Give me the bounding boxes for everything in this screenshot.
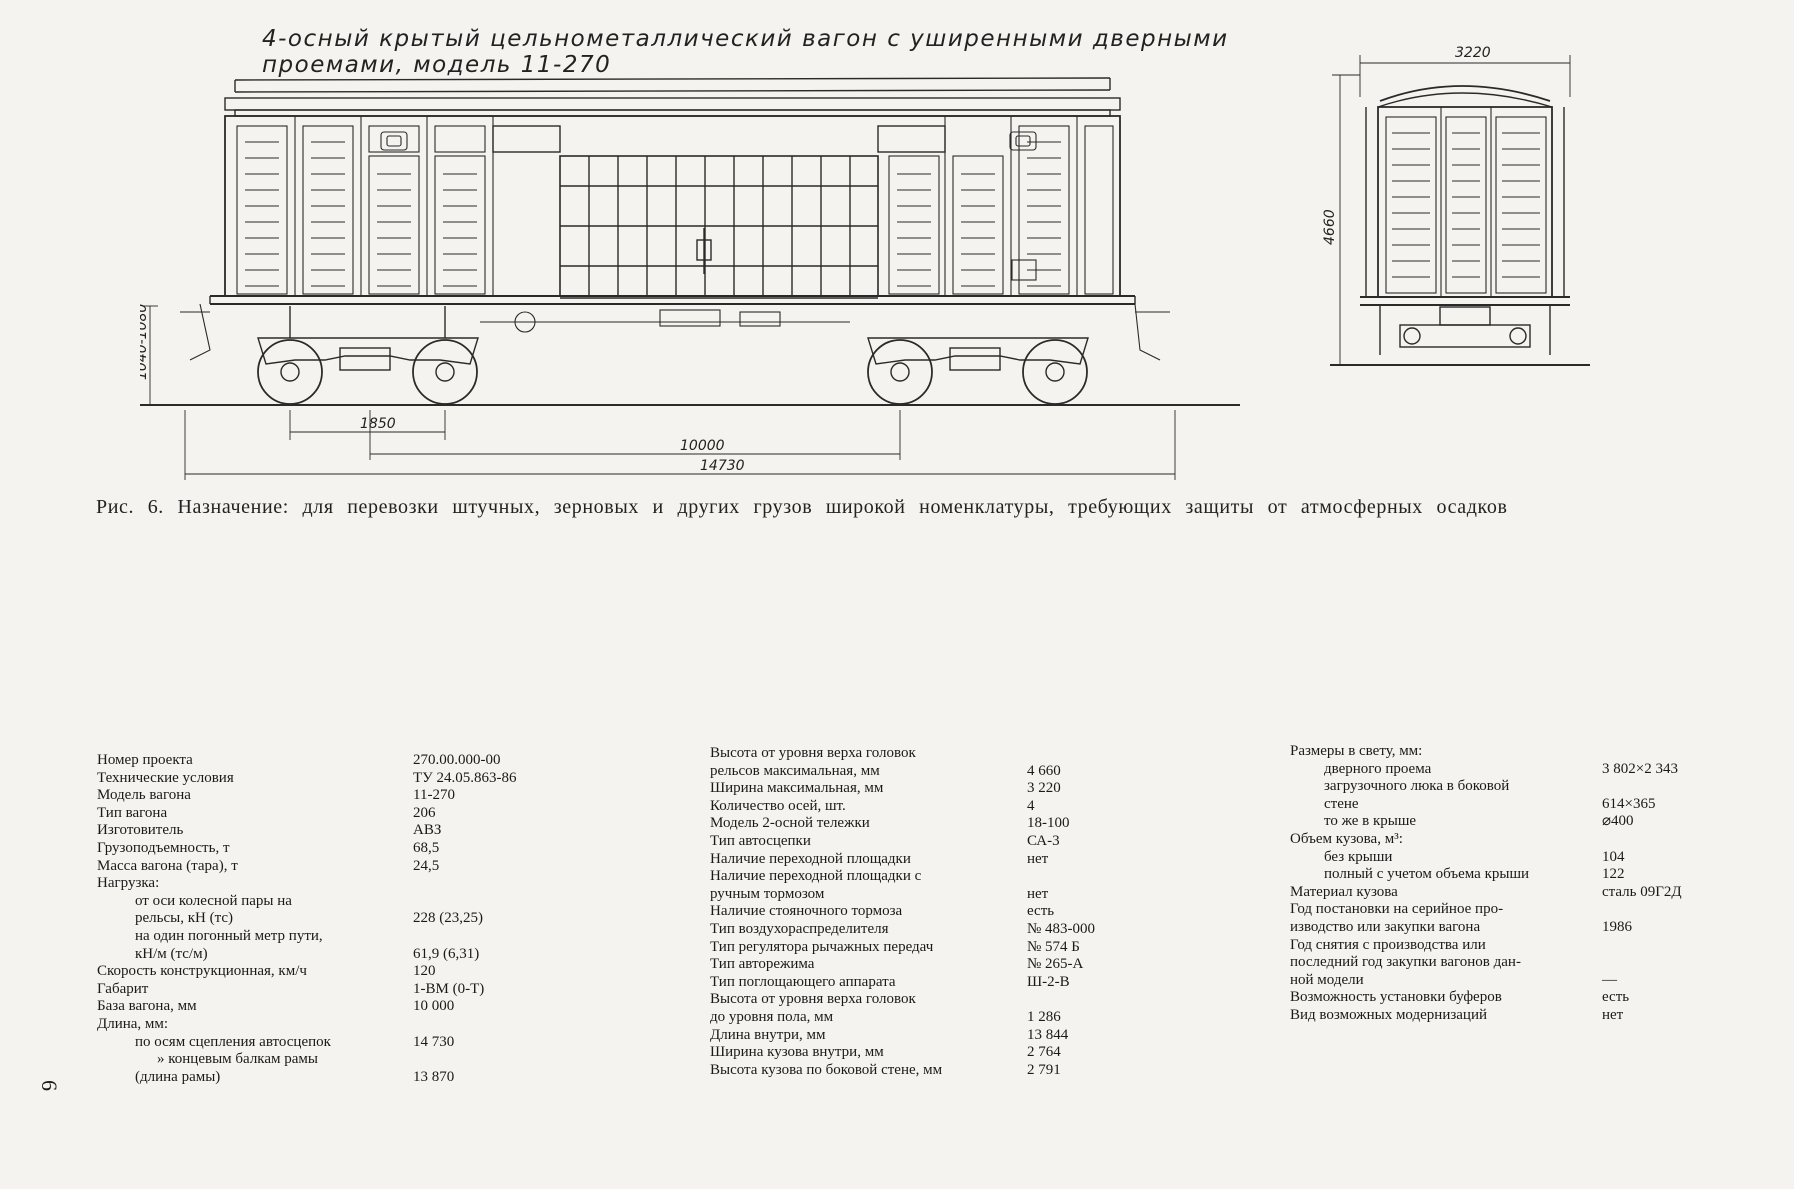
roof [224, 77, 1121, 117]
brake-regulator [1011, 259, 1037, 281]
spec-column-2: Высота от уровня верха головок рельсов м… [710, 745, 1095, 1079]
dim-bogie-base: 1850 [360, 416, 396, 432]
bogie-right [867, 337, 1089, 405]
spec-row: от оси колесной пары на [135, 892, 292, 909]
figure-caption: Рис. 6. Назначение: для перевозки штучны… [96, 496, 1508, 518]
spec-row: кН/м (тс/м)61,9 (6,31) [135, 945, 480, 962]
spec-row: Наличие переходной площадки с [710, 868, 922, 885]
dim-height: 4660 [1322, 209, 1338, 245]
spec-row: Длина, мм: [97, 1015, 169, 1032]
end-dimension-lines [1332, 55, 1571, 365]
spec-row: последний год закупки вагонов дан- [1290, 954, 1521, 971]
spec-row: Высота от уровня верха головок [710, 745, 916, 761]
spec-row: (длина рамы)13 870 [135, 1068, 455, 1085]
side-view-drawing: 1040-1080 1850 10000 14730 [140, 77, 1240, 480]
wall-ribs-right [897, 141, 1061, 287]
car-body [209, 115, 1136, 305]
spec-row: Высота от уровня верха головок [710, 991, 916, 1008]
spec-row: загрузочного люка в боковой [1324, 778, 1510, 795]
spec-row: Размеры в свету, мм: [1290, 743, 1423, 759]
spec-row: Нагрузка: [97, 875, 160, 892]
end-panels [1385, 107, 1547, 297]
dim-buffer-height: 1040-1080 [140, 304, 150, 380]
left-wall-panels [236, 116, 494, 296]
dim-width: 3220 [1455, 45, 1491, 61]
end-running-gear [1379, 305, 1551, 355]
sliding-door [492, 125, 946, 299]
spec-row: на один погонный метр пути, [135, 927, 323, 944]
spec-row: Год постановки на серийное про- [1290, 901, 1504, 918]
drawing-title: 4-осный крытый цельнометаллический вагон… [262, 26, 1229, 78]
dim-length: 14730 [700, 458, 745, 474]
page-number: 6 [37, 1080, 62, 1091]
spec-row: рельсы, кН (тс)228 (23,25) [135, 910, 483, 927]
bogie-left [257, 306, 479, 405]
end-view-drawing: 3220 4660 [1322, 45, 1590, 366]
spec-row: ной модели— [1290, 971, 1617, 988]
dim-car-base: 10000 [680, 438, 725, 454]
spec-row: то же в крыше⌀400 [1324, 813, 1634, 830]
hatch-left [380, 131, 408, 151]
dimension-lines [142, 305, 1176, 480]
spec-row: » концевым балкам рамы [157, 1051, 318, 1068]
hatch-right [1009, 131, 1037, 151]
spec-row: Объем кузова, м³: [1290, 830, 1403, 847]
spec-row: Количество осей, шт.4 [710, 797, 1035, 814]
end-body [1360, 85, 1570, 306]
wall-ribs-left [245, 141, 477, 287]
underframe [180, 303, 1170, 361]
spec-row: Год снятия с производства или [1290, 936, 1486, 953]
right-wall-panels [888, 116, 1114, 296]
